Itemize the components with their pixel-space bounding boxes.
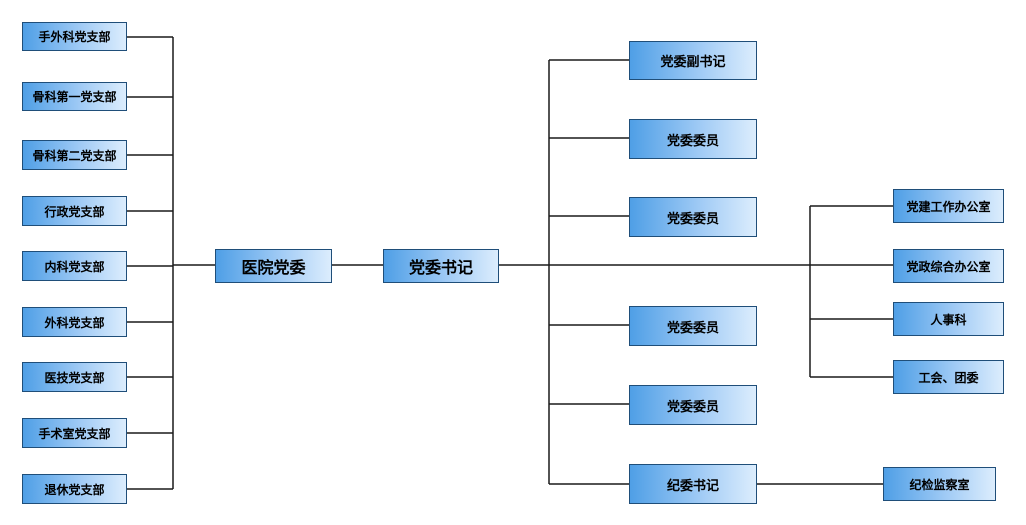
branch-orthopedics-1: 骨科第一党支部: [22, 82, 127, 111]
branch-administration: 行政党支部: [22, 196, 127, 226]
office-party-building: 党建工作办公室: [893, 189, 1004, 223]
hospital-party-committee: 医院党委: [215, 249, 332, 283]
office-general-affairs: 党政综合办公室: [893, 249, 1004, 283]
branch-operating-room: 手术室党支部: [22, 418, 127, 448]
branch-medical-technology: 医技党支部: [22, 362, 127, 392]
branch-retired: 退休党支部: [22, 474, 127, 504]
branch-hand-surgery: 手外科党支部: [22, 22, 127, 51]
discipline-secretary: 纪委书记: [629, 464, 757, 504]
party-committee-member-4: 党委委员: [629, 385, 757, 425]
branch-orthopedics-2: 骨科第二党支部: [22, 140, 127, 170]
office-human-resources: 人事科: [893, 302, 1004, 336]
office-union-youth-league: 工会、团委: [893, 360, 1004, 394]
party-committee-member-3: 党委委员: [629, 306, 757, 346]
branch-internal-medicine: 内科党支部: [22, 251, 127, 281]
deputy-party-secretary: 党委副书记: [629, 41, 757, 80]
party-committee-member-2: 党委委员: [629, 197, 757, 237]
party-secretary: 党委书记: [383, 249, 499, 283]
discipline-inspection-office: 纪检监察室: [883, 467, 996, 501]
branch-surgery: 外科党支部: [22, 307, 127, 337]
party-committee-member-1: 党委委员: [629, 119, 757, 159]
